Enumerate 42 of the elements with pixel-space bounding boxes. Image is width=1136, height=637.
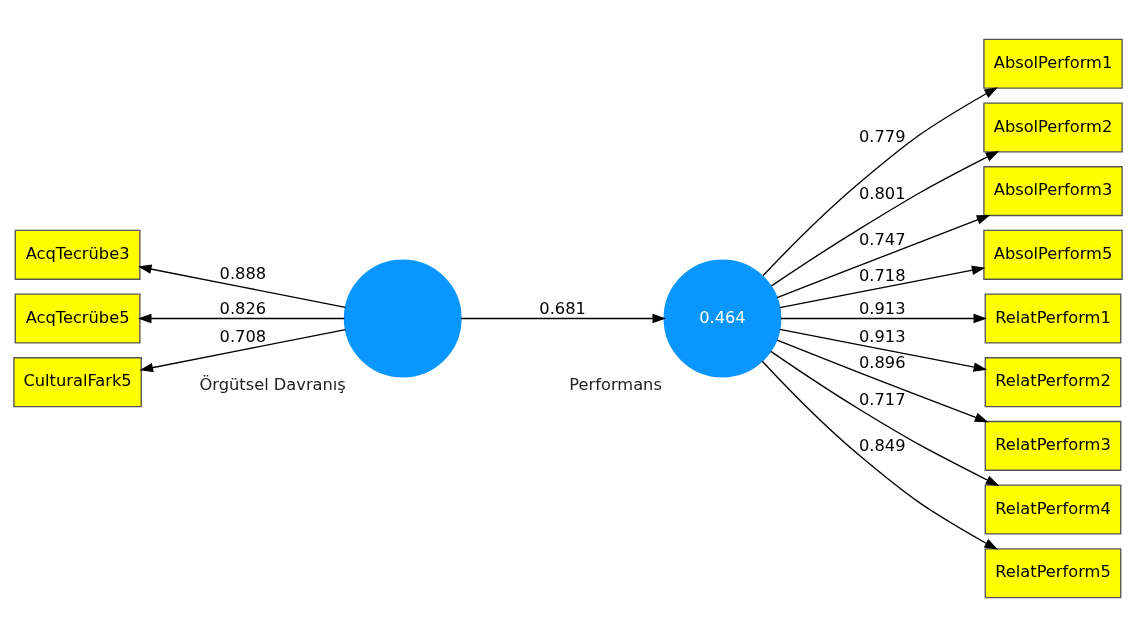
node-box: RelatPerform1 xyxy=(984,293,1122,344)
arrow xyxy=(770,350,1000,486)
edge-label: 0.849 xyxy=(859,435,906,455)
edge-label: 0.826 xyxy=(219,298,267,318)
node-box: RelatPerform3 xyxy=(984,420,1122,471)
edge-label: 0.913 xyxy=(859,327,906,347)
edge-label: 0.913 xyxy=(859,298,906,318)
node-box: AcqTecrübe5 xyxy=(14,293,141,344)
node-label: Performans xyxy=(569,374,662,394)
arrow xyxy=(770,151,1000,287)
arrow xyxy=(761,360,998,550)
arrow xyxy=(779,328,988,372)
edge-label: 0.681 xyxy=(539,298,586,318)
edge-label: 0.708 xyxy=(219,327,267,347)
node-circle xyxy=(343,259,462,378)
edge-label: 0.747 xyxy=(859,229,906,249)
arrow xyxy=(139,328,347,373)
arrow xyxy=(780,313,988,324)
node-box: RelatPerform2 xyxy=(984,357,1122,408)
arrow xyxy=(137,264,347,309)
edge-label: 0.718 xyxy=(859,266,906,286)
edge-label: 0.717 xyxy=(859,389,906,409)
node-box: AbsolPerform3 xyxy=(983,166,1123,217)
edge-label: 0.888 xyxy=(219,263,267,283)
node-box: AcqTecrübe3 xyxy=(14,229,141,280)
node-box: AbsolPerform2 xyxy=(983,102,1123,153)
node-box: CulturalFark5 xyxy=(13,357,142,408)
edge-label: 0.779 xyxy=(859,126,906,146)
arrow xyxy=(460,313,666,324)
arrow xyxy=(762,87,998,277)
node-box: RelatPerform5 xyxy=(984,548,1122,599)
node-box: RelatPerform4 xyxy=(984,484,1122,535)
node-box: AbsolPerform5 xyxy=(983,229,1123,280)
arrow xyxy=(776,339,989,423)
arrow xyxy=(137,313,346,324)
node-circle: 0.464 xyxy=(663,259,782,378)
arrow xyxy=(776,214,991,299)
arrow xyxy=(779,265,986,309)
node-label: Örgütsel Davranış xyxy=(199,374,346,394)
edge-label: 0.801 xyxy=(859,183,906,203)
edge-label: 0.896 xyxy=(859,353,906,373)
node-box: AbsolPerform1 xyxy=(983,38,1123,89)
